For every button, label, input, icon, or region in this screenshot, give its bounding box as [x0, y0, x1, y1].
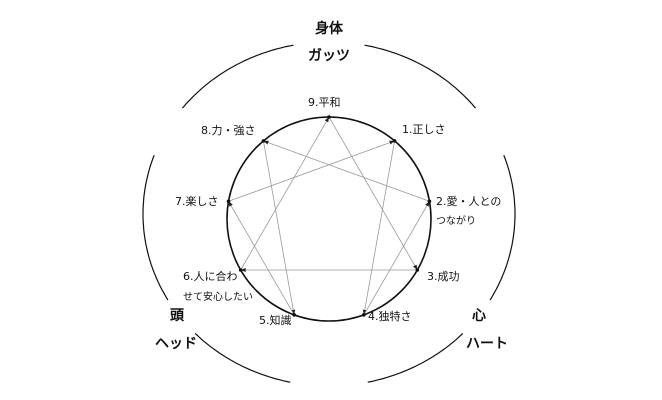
connection-line-9-3: [328, 116, 418, 271]
type-4-label: 4.独特さ: [368, 310, 412, 323]
type-1-label: 1.正しさ: [402, 123, 446, 136]
head-arc-upper: [142, 154, 169, 301]
type-7-label: 7.楽しさ: [175, 195, 219, 208]
heart-arc-lower: [367, 333, 464, 383]
head-arc-lower: [194, 333, 291, 383]
head-center-subtitle: ヘッド: [155, 336, 197, 352]
heart-center-subtitle: ハート: [466, 336, 508, 352]
head-center-title: 頭: [170, 308, 184, 324]
type-5-label: 5.知識: [259, 314, 292, 327]
type-6-label: 6.人に合わ: [183, 270, 238, 283]
type-3-label: 3.成功: [427, 270, 460, 283]
type-6-point: [238, 268, 243, 272]
main-circle: [226, 116, 432, 322]
type-3-point: [415, 268, 420, 272]
connection-line-6-9: [240, 116, 330, 271]
type-9-point: [327, 115, 331, 119]
connection-line-4-2: [363, 201, 430, 316]
type-8-point: [261, 139, 266, 143]
body-arc-right: [364, 44, 477, 109]
type-9-label: 9.平和: [308, 96, 341, 109]
body-center-subtitle: ガッツ: [308, 48, 350, 64]
type-1-point: [392, 139, 397, 143]
connection-line-5-7: [228, 201, 295, 316]
body-center-title: 身体: [315, 21, 343, 37]
type-8-label: 8.力・強さ: [201, 124, 256, 137]
type-2-point: [427, 199, 432, 204]
heart-arc-upper: [489, 154, 516, 301]
type-5-point: [292, 313, 296, 317]
type-4-point: [362, 313, 366, 317]
body-arc-left: [181, 44, 294, 109]
type-2-label-line2: つながり: [436, 216, 476, 227]
connection-line-1-4: [363, 140, 395, 315]
heart-center-title: 心: [472, 308, 486, 324]
connection-line-8-5: [263, 140, 295, 315]
connection-line-2-8: [263, 140, 430, 202]
arrowhead-3-6: [240, 268, 246, 272]
type-6-label-line2: せて安心したい: [183, 292, 253, 303]
type-7-point: [226, 199, 231, 204]
type-2-label: 2.愛・人との: [436, 195, 502, 208]
connection-line-7-1: [228, 140, 395, 202]
